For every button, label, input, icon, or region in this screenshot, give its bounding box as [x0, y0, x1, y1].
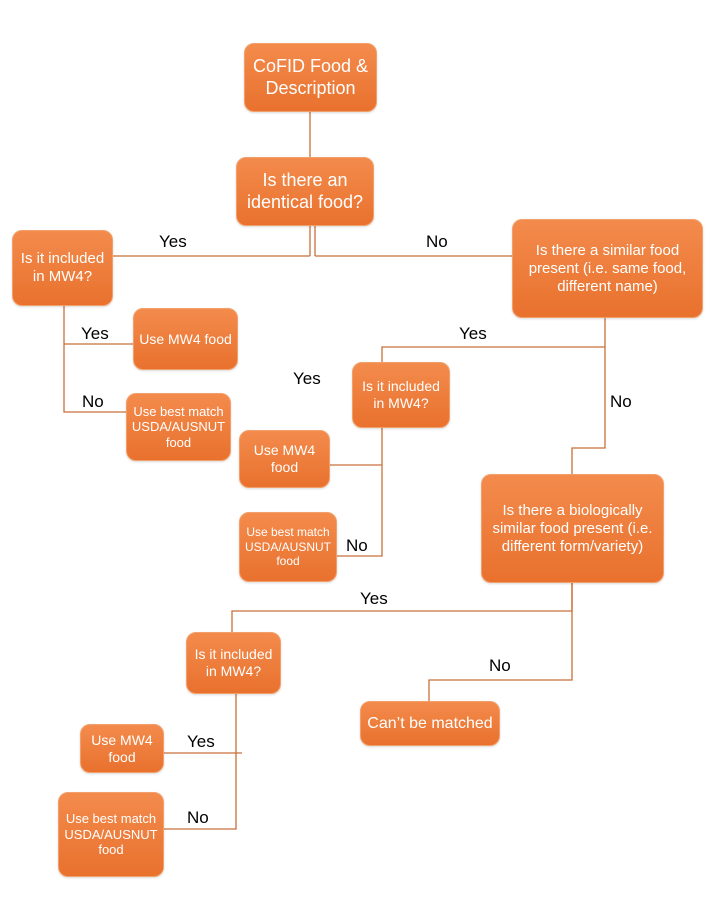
- biologically-similar-question: Is there a biologically similar food pre…: [481, 474, 664, 583]
- connector-similar-yes: [381, 318, 606, 362]
- edge-label-identical-yes: Yes: [159, 232, 187, 251]
- connector-bio-yes: [231, 583, 573, 632]
- edge-label-included1-yes: Yes: [81, 324, 109, 343]
- connector-included1-trunk: [63, 306, 126, 413]
- similar-food-question: Is there a similar food present (i.e. sa…: [512, 219, 703, 318]
- included-in-mw4-question-2: Is it included in MW4?: [352, 362, 450, 428]
- edge-label-included1-no: No: [82, 392, 104, 411]
- edge-label-bio-no: No: [489, 656, 511, 675]
- start-node: CoFID Food & Description: [244, 43, 377, 112]
- edge-label-similar-no: No: [610, 392, 632, 411]
- edge-label-bio-yes: Yes: [360, 589, 388, 608]
- use-mw4-food-3: Use MW4 food: [80, 724, 164, 773]
- edge-label-included3-yes: Yes: [187, 732, 215, 751]
- best-match-3: Use best match USDA/AUSNUT food: [58, 792, 164, 877]
- connector-included3-trunk: [164, 694, 237, 830]
- connector-similar-no: [571, 347, 606, 474]
- edge-label-included2-no: No: [346, 536, 368, 555]
- identical-food-question: Is there an identical food?: [236, 157, 374, 226]
- included-in-mw4-question-3: Is it included in MW4?: [186, 632, 281, 694]
- best-match-2: Use best match USDA/AUSNUT food: [239, 512, 337, 582]
- included-in-mw4-question-1: Is it included in MW4?: [12, 230, 113, 306]
- connector-included2-trunk: [337, 428, 383, 557]
- edge-label-identical-no: No: [426, 232, 448, 251]
- use-mw4-food-1: Use MW4 food: [133, 308, 238, 370]
- use-mw4-food-2: Use MW4 food: [239, 430, 330, 488]
- edge-label-similar-yes: Yes: [459, 324, 487, 343]
- connector-bio-no: [428, 583, 573, 701]
- edge-label-included3-no: No: [187, 808, 209, 827]
- cant-be-matched: Can’t be matched: [360, 701, 500, 746]
- edge-label-included2-yes: Yes: [293, 369, 321, 388]
- best-match-1: Use best match USDA/AUSNUT food: [126, 393, 231, 461]
